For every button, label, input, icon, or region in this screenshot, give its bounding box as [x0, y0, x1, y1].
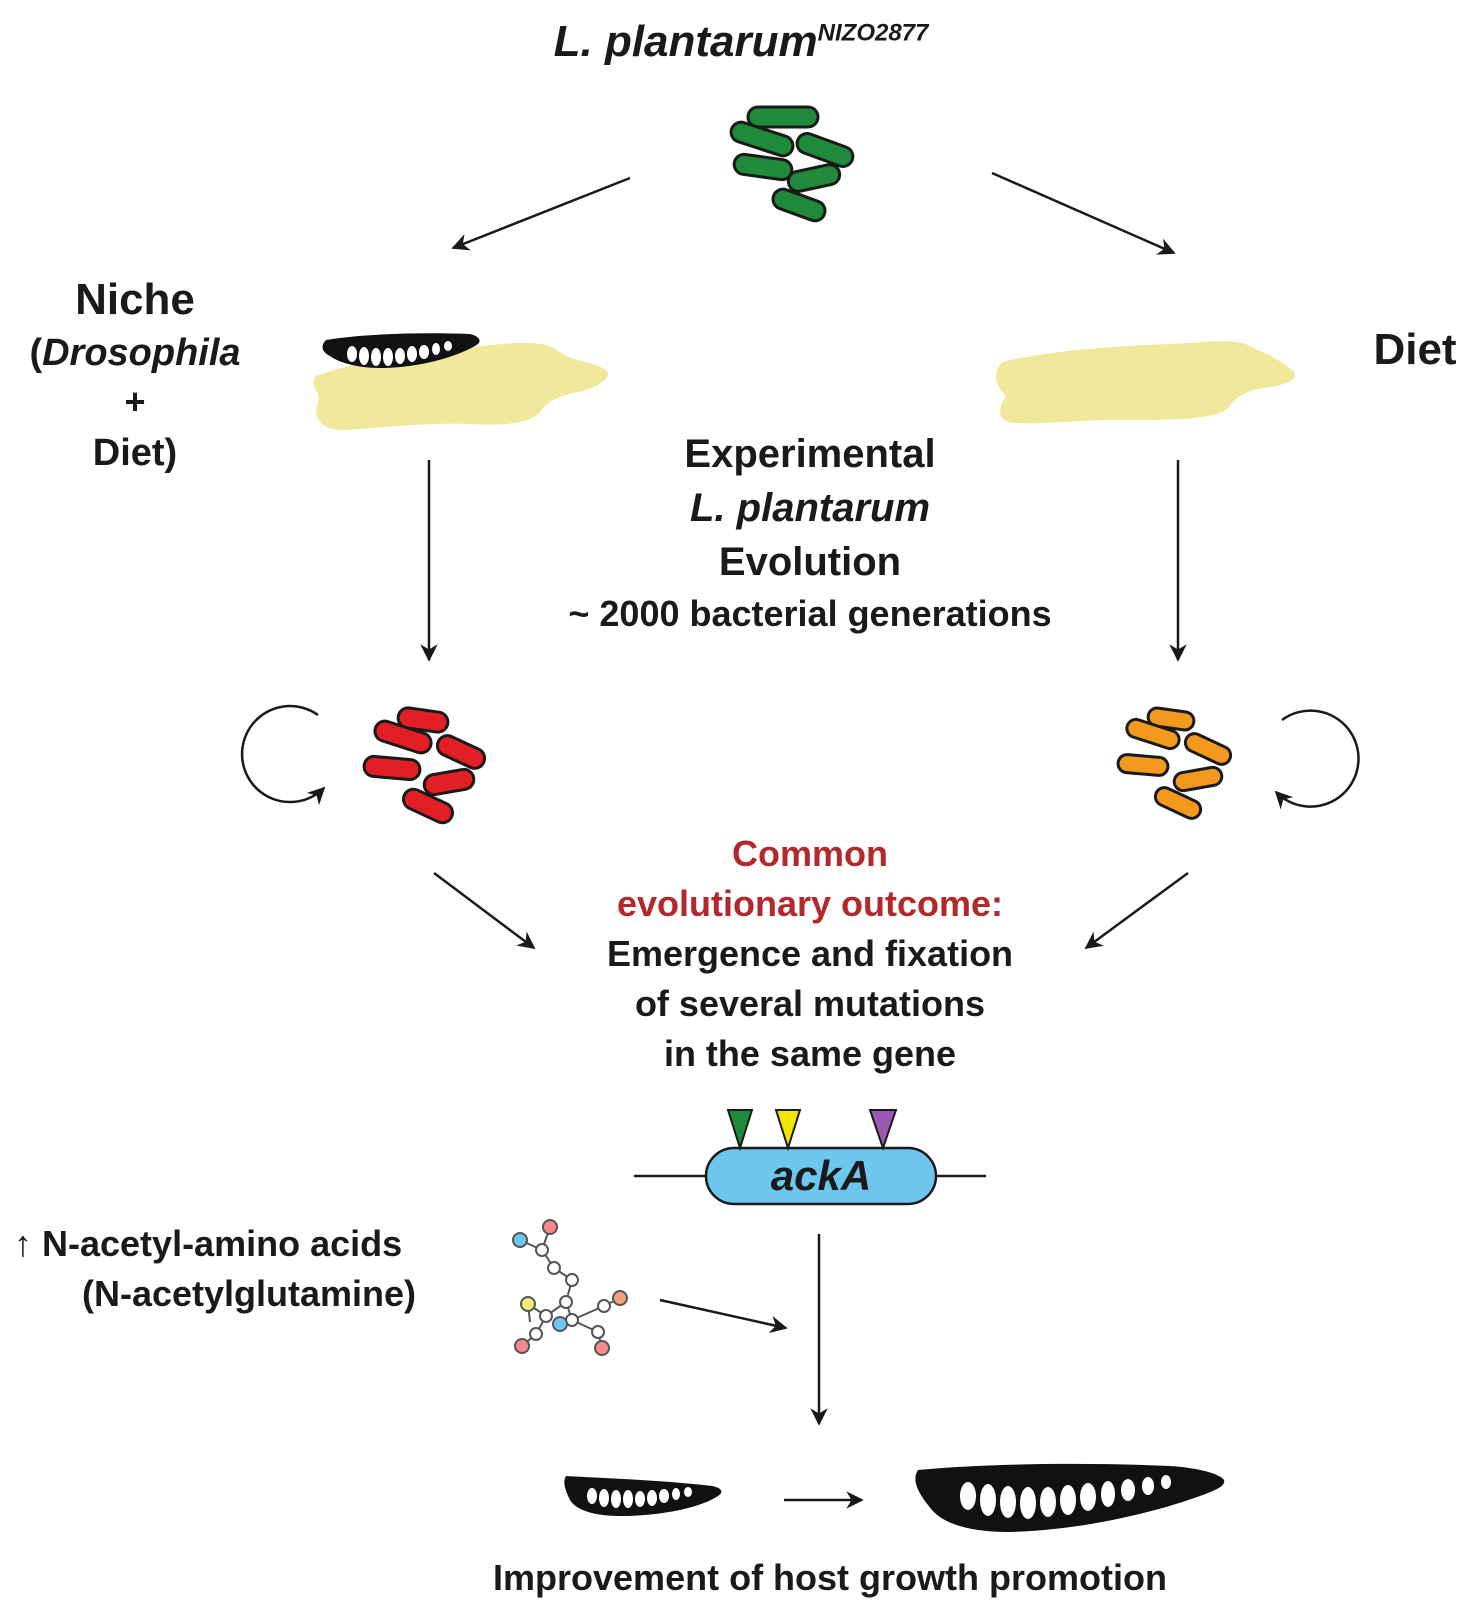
metabolite-line-2: (N-acetylglutamine) [81, 1273, 417, 1314]
diet-evolved-bacteria-icon [1116, 706, 1233, 820]
arrow-metabolite-growth [659, 1298, 788, 1334]
center-evolution: Evolution [718, 540, 902, 584]
ancestral-bacteria-icon [729, 105, 855, 223]
center-generations: ~ 2000 bacterial generations [568, 593, 1052, 634]
arrow-to-diet [991, 171, 1176, 255]
larva-icon-large [915, 1463, 1225, 1532]
outcome-line-2: of several mutations [634, 983, 986, 1024]
cycle-arrow-left [240, 704, 326, 806]
mutation-marker-green-icon [726, 1109, 754, 1152]
arrow-diet-outcome [1084, 871, 1189, 950]
niche-paren-open: ( [29, 332, 43, 374]
niche-label: Niche [0, 278, 270, 322]
outcome-heading-1: Common [732, 833, 888, 874]
gene-name: ackA [770, 1152, 872, 1199]
diet-patch [995, 341, 1296, 424]
niche-title: Niche [75, 275, 195, 324]
niche-host: Drosophila [42, 332, 241, 374]
niche-evolved-bacteria-icon [362, 706, 487, 825]
niche-host-line: (Drosophila [0, 334, 270, 372]
result-label: Improvement of host growth promotion [493, 1557, 1167, 1598]
outcome-line-1: Emergence and fixation [606, 933, 1014, 974]
center-species: L. plantarum [689, 486, 931, 530]
title-species: L. plantarum [553, 17, 818, 66]
outcome-heading-2: evolutionary outcome: [616, 883, 1004, 924]
metabolite-line-1: ↑ N-acetyl-amino acids [14, 1223, 403, 1264]
larva-icon-niche [322, 333, 480, 368]
niche-plus: + [124, 381, 146, 422]
mutation-marker-purple-icon [868, 1109, 898, 1152]
molecule-icon [512, 1219, 628, 1356]
arrow-to-niche [451, 176, 631, 251]
center-experimental: Experimental [684, 432, 936, 476]
cycle-arrow-right [1274, 709, 1360, 810]
mutation-marker-yellow-icon [774, 1109, 802, 1152]
arrow-niche-outcome [433, 872, 536, 950]
title-strain: NIZO2877 [817, 19, 929, 47]
diet-label: Diet [1373, 325, 1457, 374]
outcome-line-3: in the same gene [663, 1033, 957, 1074]
title: L. plantarumNIZO2877 [0, 20, 1482, 64]
gene-box [704, 1146, 938, 1206]
niche-diet: Diet) [92, 432, 178, 474]
larva-icon-small [564, 1476, 722, 1516]
